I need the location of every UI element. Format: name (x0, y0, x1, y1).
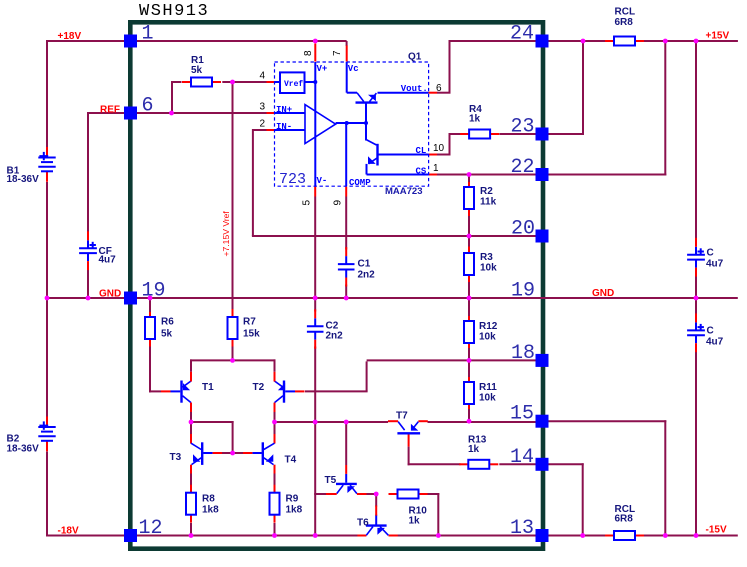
svg-text:20: 20 (511, 218, 535, 241)
svg-text:18: 18 (511, 342, 535, 365)
svg-text:10k: 10k (479, 332, 496, 343)
svg-text:1k8: 1k8 (202, 505, 219, 516)
svg-text:2n2: 2n2 (358, 270, 376, 281)
svg-text:9: 9 (333, 200, 344, 206)
svg-text:15: 15 (510, 403, 534, 426)
svg-text:1k8: 1k8 (286, 505, 303, 516)
svg-text:6R8: 6R8 (615, 514, 634, 525)
svg-text:COMP: COMP (349, 178, 371, 188)
svg-text:3: 3 (260, 102, 266, 113)
svg-text:CL: CL (416, 146, 427, 156)
svg-text:V+: V+ (317, 64, 328, 74)
svg-text:R11: R11 (479, 382, 497, 393)
svg-text:19: 19 (511, 280, 535, 303)
svg-text:R12: R12 (479, 321, 498, 332)
svg-text:GND: GND (99, 289, 121, 300)
svg-text:WSH913: WSH913 (139, 2, 209, 21)
svg-text:1: 1 (433, 163, 439, 174)
svg-text:723: 723 (279, 171, 306, 188)
svg-text:2n2: 2n2 (326, 331, 344, 342)
svg-text:RCL: RCL (615, 504, 636, 515)
svg-text:REF: REF (100, 105, 120, 116)
svg-text:T7: T7 (396, 411, 408, 422)
svg-text:Vc: Vc (348, 64, 359, 74)
svg-text:T4: T4 (285, 455, 297, 466)
svg-text:19: 19 (142, 280, 166, 303)
svg-text:5: 5 (302, 200, 313, 206)
svg-text:R7: R7 (243, 317, 256, 328)
svg-text:R10: R10 (409, 506, 428, 517)
svg-text:B1: B1 (7, 166, 20, 177)
svg-text:18-36V: 18-36V (7, 174, 40, 185)
svg-text:+18V: +18V (58, 31, 82, 42)
svg-text:4u7: 4u7 (706, 259, 724, 270)
svg-text:6: 6 (436, 83, 442, 94)
svg-text:B2: B2 (7, 434, 20, 445)
svg-text:CS: CS (416, 167, 427, 177)
svg-text:RCL: RCL (615, 7, 636, 18)
svg-text:R8: R8 (202, 494, 215, 505)
svg-text:T3: T3 (170, 452, 182, 463)
svg-text:24: 24 (510, 23, 534, 46)
svg-text:5k: 5k (161, 329, 173, 340)
svg-text:CF: CF (99, 246, 112, 257)
svg-text:1k: 1k (409, 516, 421, 527)
svg-text:R3: R3 (480, 252, 493, 263)
svg-text:4: 4 (260, 71, 266, 82)
svg-text:6R8: 6R8 (615, 17, 634, 28)
svg-text:Q1: Q1 (408, 52, 422, 63)
svg-text:18-36V: 18-36V (7, 444, 40, 455)
svg-text:R9: R9 (286, 494, 299, 505)
svg-text:IN-: IN- (276, 122, 292, 132)
svg-text:Vref: Vref (284, 80, 303, 89)
svg-text:C: C (707, 326, 714, 337)
svg-text:4u7: 4u7 (99, 255, 117, 266)
svg-text:2: 2 (260, 119, 266, 130)
svg-text:GND: GND (592, 288, 614, 299)
svg-text:C2: C2 (326, 321, 339, 332)
svg-text:T1: T1 (202, 382, 214, 393)
svg-text:V-: V- (317, 176, 328, 186)
svg-text:R4: R4 (469, 104, 482, 115)
svg-text:6: 6 (142, 95, 154, 118)
svg-text:+15V: +15V (706, 31, 730, 42)
svg-text:R1: R1 (191, 55, 204, 66)
svg-text:1: 1 (142, 23, 154, 46)
svg-text:22: 22 (511, 156, 535, 179)
svg-text:23: 23 (511, 116, 535, 139)
svg-text:C: C (707, 248, 714, 259)
svg-text:13: 13 (510, 517, 534, 540)
svg-text:T2: T2 (253, 382, 265, 393)
svg-text:T6: T6 (357, 518, 369, 529)
svg-text:MAA723: MAA723 (385, 186, 423, 197)
svg-text:Vout.: Vout. (401, 84, 428, 94)
svg-text:7: 7 (332, 50, 343, 56)
svg-text:-18V: -18V (58, 526, 79, 537)
svg-text:10k: 10k (479, 393, 496, 404)
svg-text:8: 8 (303, 50, 314, 56)
svg-text:1k: 1k (469, 114, 481, 125)
svg-text:14: 14 (510, 446, 534, 469)
svg-text:4u7: 4u7 (706, 337, 724, 348)
svg-text:R13: R13 (468, 435, 487, 446)
svg-text:IN+: IN+ (276, 105, 292, 115)
svg-text:5k: 5k (191, 65, 203, 76)
svg-text:11k: 11k (480, 197, 497, 208)
svg-text:R2: R2 (480, 186, 493, 197)
svg-text:10: 10 (433, 143, 445, 154)
svg-text:12: 12 (139, 517, 163, 540)
svg-text:R6: R6 (161, 317, 174, 328)
svg-text:T5: T5 (325, 475, 337, 486)
svg-text:1k: 1k (468, 444, 480, 455)
svg-text:-15V: -15V (706, 525, 727, 536)
svg-text:+7.15V Vref: +7.15V Vref (221, 211, 231, 257)
svg-text:15k: 15k (243, 329, 260, 340)
svg-text:C1: C1 (358, 259, 371, 270)
svg-text:10k: 10k (480, 263, 497, 274)
